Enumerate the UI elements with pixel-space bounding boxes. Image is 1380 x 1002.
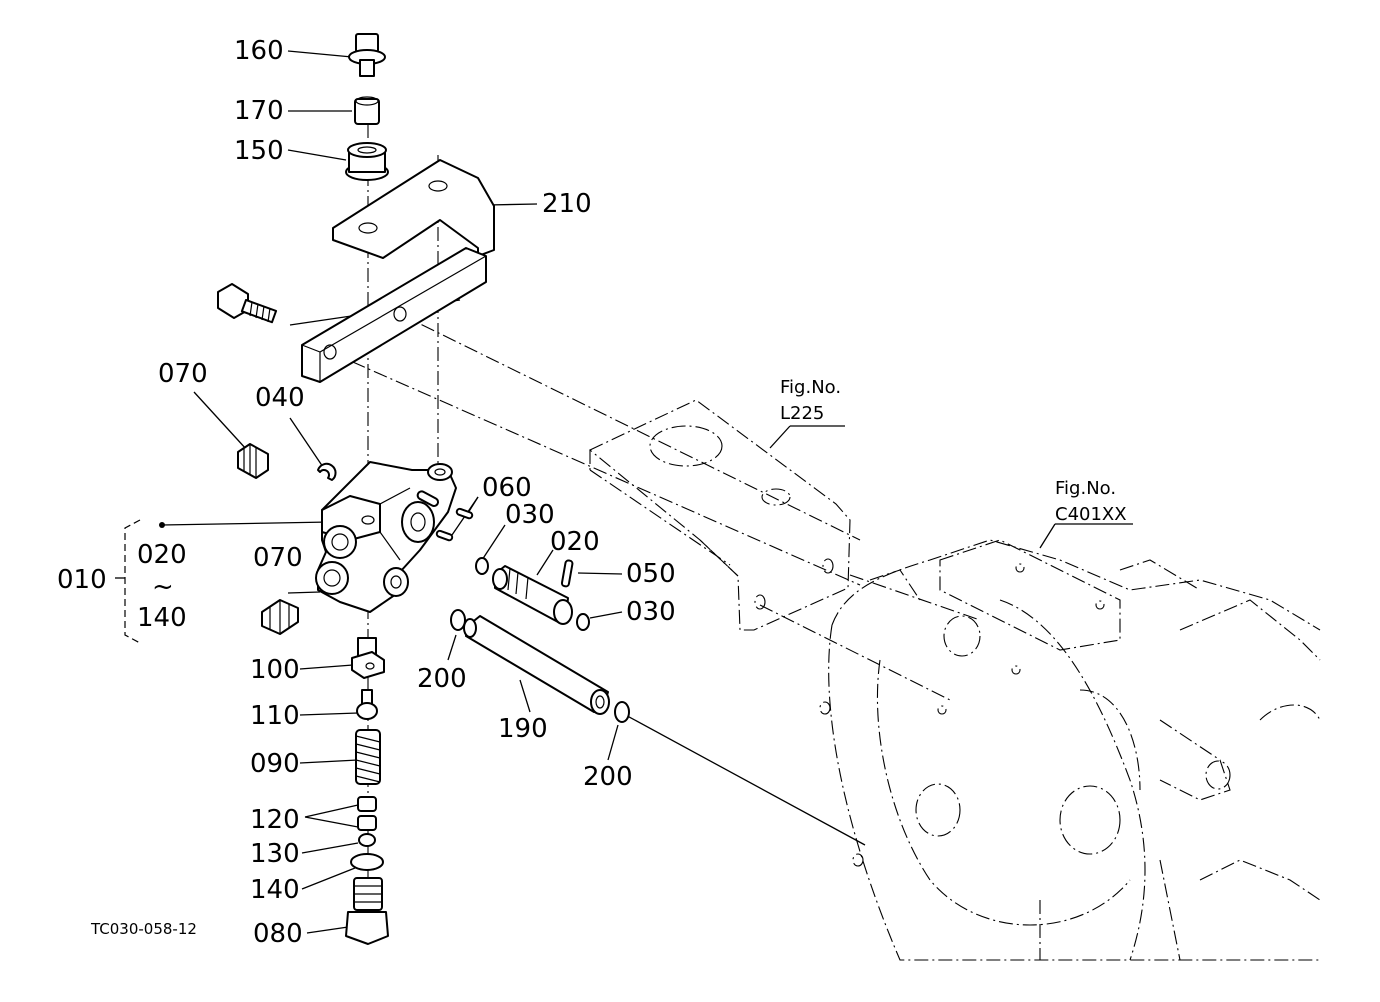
drawing-code: TC030-058-12 bbox=[90, 920, 197, 938]
callout-210: 210 bbox=[542, 189, 592, 219]
part-060-pins bbox=[416, 490, 474, 542]
valve-body-010 bbox=[315, 461, 457, 613]
callout-140-range: 140 bbox=[137, 603, 187, 633]
part-090-spring bbox=[355, 729, 381, 785]
part-190-pipe bbox=[463, 615, 610, 715]
ref-C401XX-code: C401XX bbox=[1055, 504, 1127, 525]
part-040-clip bbox=[317, 462, 337, 481]
callout-140: 140 bbox=[250, 875, 300, 905]
bracket-210 bbox=[301, 159, 495, 383]
ref-C401XX-label: Fig.No. bbox=[1055, 478, 1116, 499]
callout-080: 080 bbox=[253, 919, 303, 949]
part-110-poppet bbox=[356, 689, 378, 720]
callout-050: 050 bbox=[626, 559, 676, 589]
part-070-plug-lower bbox=[261, 599, 299, 635]
figure-references: Fig.No. L225 Fig.No. C401XX bbox=[780, 377, 1127, 525]
callout-020-spool: 020 bbox=[550, 527, 600, 557]
callout-170: 170 bbox=[234, 96, 284, 126]
part-170-collar bbox=[354, 96, 380, 125]
callout-120: 120 bbox=[250, 805, 300, 835]
callout-160: 160 bbox=[234, 36, 284, 66]
part-160-bolt bbox=[348, 33, 386, 77]
callout-100: 100 bbox=[250, 655, 300, 685]
callout-200-left: 200 bbox=[417, 664, 467, 694]
callout-labels: 160 170 150 210 070 040 060 030 020 050 … bbox=[57, 36, 676, 949]
callout-030-upper: 030 bbox=[505, 500, 555, 530]
part-020-spool bbox=[492, 565, 573, 625]
bracket-bolt bbox=[217, 283, 278, 324]
part-030-orings bbox=[475, 557, 590, 631]
part-100-seat bbox=[351, 637, 385, 679]
part-050-pin bbox=[560, 559, 574, 588]
callout-020-range: 020 bbox=[137, 540, 187, 570]
ref-L225-label: Fig.No. bbox=[780, 377, 841, 398]
group-bracket-010 bbox=[115, 519, 165, 644]
callout-200-right: 200 bbox=[583, 762, 633, 792]
reference-plate-L225 bbox=[588, 399, 851, 631]
leader-lines bbox=[161, 50, 1133, 934]
reference-housing-C401XX bbox=[819, 539, 1321, 961]
callout-060: 060 bbox=[482, 473, 532, 503]
part-080-plug bbox=[345, 877, 389, 945]
part-070-plug-upper bbox=[237, 443, 269, 479]
callout-090: 090 bbox=[250, 749, 300, 779]
callout-010: 010 bbox=[57, 565, 107, 595]
callout-130: 130 bbox=[250, 839, 300, 869]
callout-range-tilde: ~ bbox=[152, 572, 174, 602]
callout-070-lower: 070 bbox=[253, 543, 303, 573]
part-130-washer bbox=[358, 833, 376, 847]
part-150-grommet bbox=[345, 142, 389, 181]
part-120-shims bbox=[357, 796, 377, 831]
part-200-orings bbox=[450, 609, 630, 723]
callout-070-upper: 070 bbox=[158, 359, 208, 389]
callout-110: 110 bbox=[250, 701, 300, 731]
callout-150: 150 bbox=[234, 136, 284, 166]
callout-190: 190 bbox=[498, 714, 548, 744]
part-140-oring bbox=[350, 853, 384, 871]
callout-040: 040 bbox=[255, 383, 305, 413]
ref-L225-code: L225 bbox=[780, 403, 824, 424]
callout-030-lower: 030 bbox=[626, 597, 676, 627]
